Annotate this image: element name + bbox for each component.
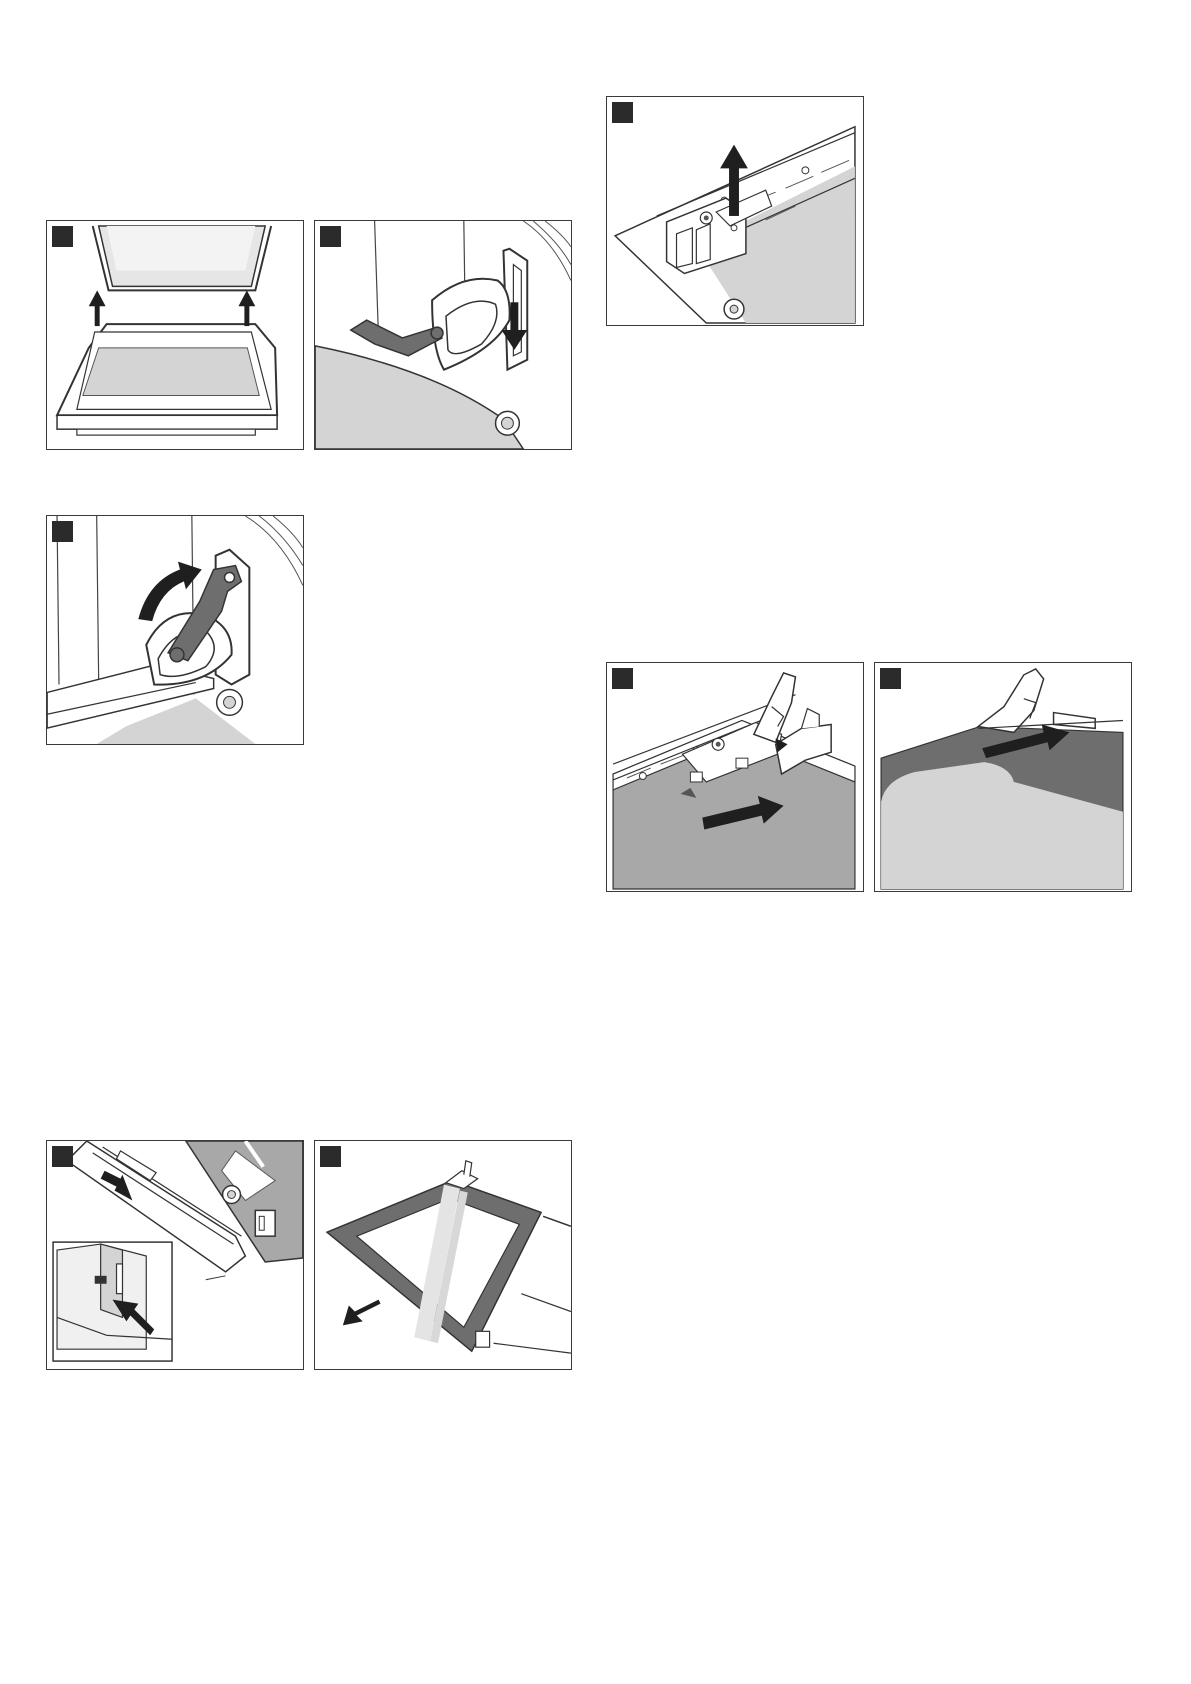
step-badge [320,226,341,247]
arrow-up-icon [89,290,256,326]
figure-cover-strip-remove [46,1140,304,1370]
arrow-icon [343,1300,381,1326]
figure-hinge-lever-flip [46,515,304,745]
glass-pane-icon [875,663,1131,891]
hinge-icon [47,516,303,744]
step-badge [612,668,633,689]
figure-pane-push-in [874,662,1132,892]
glass-pane-icon [607,663,863,891]
figure-pane-insert [606,662,864,892]
holder-clip-icon [607,97,863,325]
step-badge [320,1146,341,1167]
step-badge [52,521,73,542]
hinge-icon [315,221,571,449]
step-badge [52,1146,73,1167]
detail-inset-icon [53,1242,172,1361]
door-icon [47,221,303,449]
step-badge [880,668,901,689]
figure-door-open-hinges [46,220,304,450]
step-badge [612,102,633,123]
door-strip-icon [47,1141,303,1369]
figure-glass-pane-remove [314,1140,572,1370]
step-badge [52,226,73,247]
glass-pane-icon [315,1141,571,1369]
figure-hinge-lever-down [314,220,572,450]
figure-holder-lift-up [606,96,864,326]
